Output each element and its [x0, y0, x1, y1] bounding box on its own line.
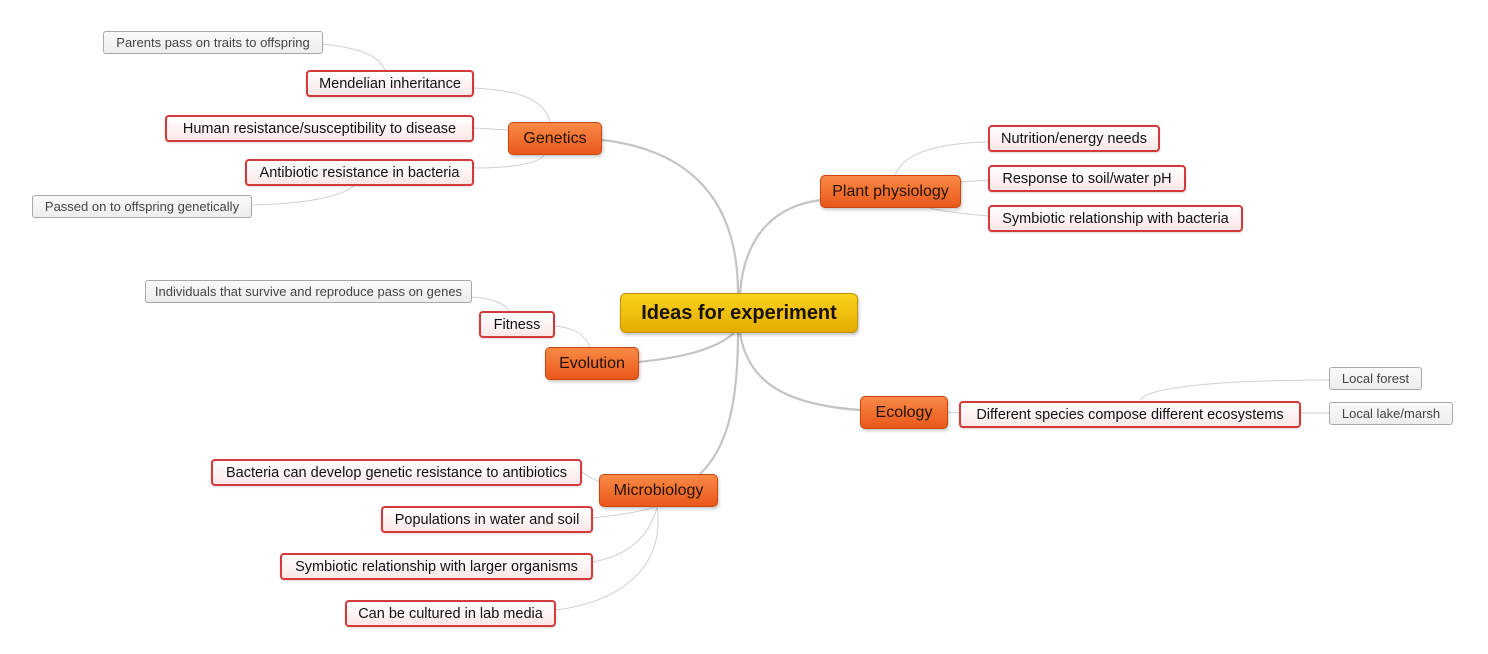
link-genetics-antibiotic [472, 153, 546, 169]
central-topic[interactable]: Ideas for experiment [620, 293, 858, 333]
note-individuals-survive[interactable]: Individuals that survive and reproduce p… [145, 280, 472, 303]
topic-ecology[interactable]: Ecology [860, 396, 948, 429]
link-central-plant [738, 198, 822, 294]
subtopic-response-ph[interactable]: Response to soil/water pH [988, 165, 1186, 192]
link-micro-symbiotic [592, 506, 658, 563]
subtopic-fitness[interactable]: Fitness [479, 311, 555, 338]
link-evolution-fitness [554, 325, 591, 348]
subtopic-nutrition[interactable]: Nutrition/energy needs [988, 125, 1160, 152]
link-fitness-individuals [470, 296, 511, 313]
link-genetics-human [472, 127, 510, 131]
subtopic-mendelian-inheritance[interactable]: Mendelian inheritance [306, 70, 474, 97]
link-micro-populations [592, 506, 656, 519]
subtopic-cultured[interactable]: Can be cultured in lab media [345, 600, 556, 627]
subtopic-different-species[interactable]: Different species compose different ecos… [959, 401, 1301, 428]
note-local-lake-marsh[interactable]: Local lake/marsh [1329, 402, 1453, 425]
topic-genetics[interactable]: Genetics [508, 122, 602, 155]
topic-microbiology[interactable]: Microbiology [599, 474, 718, 507]
subtopic-symbiotic-larger[interactable]: Symbiotic relationship with larger organ… [280, 553, 593, 580]
link-micro-cultured [555, 506, 659, 611]
note-passed-on-genetically[interactable]: Passed on to offspring genetically [32, 195, 252, 218]
subtopic-populations[interactable]: Populations in water and soil [381, 506, 593, 533]
link-mendelian-parents [321, 43, 386, 71]
link-micro-bacteria [581, 471, 601, 483]
link-species-forest [1139, 379, 1331, 401]
note-parents-pass-traits[interactable]: Parents pass on traits to offspring [103, 31, 323, 54]
link-genetics-mendelian [472, 87, 551, 123]
link-central-ecology [738, 332, 861, 412]
link-central-evolution [637, 332, 735, 364]
topic-plant-physiology[interactable]: Plant physiology [820, 175, 961, 208]
note-local-forest[interactable]: Local forest [1329, 367, 1422, 390]
link-plant-nutrition [894, 141, 990, 176]
link-antibiotic-passed [251, 184, 356, 206]
subtopic-human-resistance[interactable]: Human resistance/susceptibility to disea… [165, 115, 474, 142]
topic-evolution[interactable]: Evolution [545, 347, 639, 380]
link-central-genetics [601, 138, 740, 294]
link-central-microbiology [699, 332, 740, 475]
link-plant-response [960, 179, 990, 183]
link-plant-symbiotic [929, 207, 990, 217]
subtopic-bacteria-resistance[interactable]: Bacteria can develop genetic resistance … [211, 459, 582, 486]
link-ecology-species [946, 411, 961, 414]
subtopic-antibiotic-resistance[interactable]: Antibiotic resistance in bacteria [245, 159, 474, 186]
subtopic-symbiotic-bacteria[interactable]: Symbiotic relationship with bacteria [988, 205, 1243, 232]
